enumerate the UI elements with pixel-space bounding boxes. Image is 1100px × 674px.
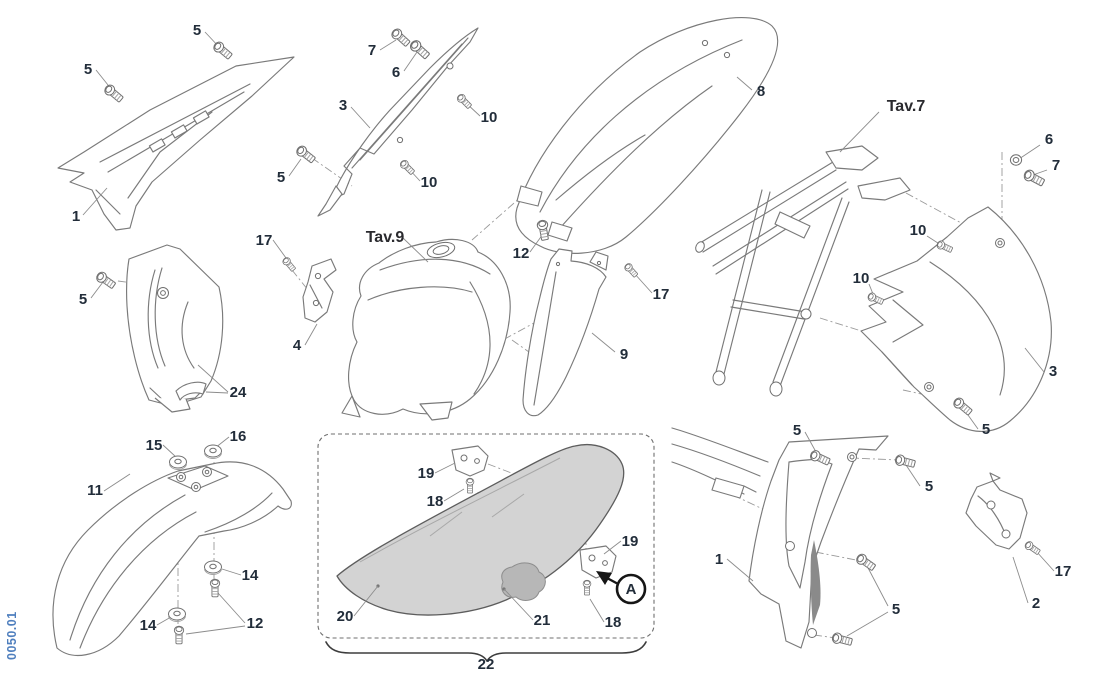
callout: 7 [1052, 157, 1060, 174]
leader-lines [82, 31, 1055, 637]
callout: 5 [892, 601, 900, 618]
washer-16-icon [204, 444, 222, 459]
callout: 7 [368, 42, 376, 59]
callout: 14 [140, 617, 157, 634]
part-19-bracket-right [579, 545, 617, 579]
screw-icon [1023, 539, 1042, 557]
callout: 24 [230, 384, 247, 401]
part-19-bracket-top [451, 445, 489, 477]
callout: 5 [193, 22, 201, 39]
part-3-left-side-panel [317, 27, 479, 217]
nut-6-icon [1009, 154, 1023, 166]
callout: 1 [72, 208, 80, 225]
screw-icon [893, 453, 917, 470]
screw-icon [294, 143, 318, 165]
callout: 1 [715, 551, 723, 568]
callout: 19 [418, 465, 435, 482]
detail-a-marker [596, 571, 647, 605]
part-1-left-radiator-shroud [57, 56, 295, 231]
callout: 5 [982, 421, 990, 438]
washer-14-icon [204, 560, 222, 575]
part-21-patch [501, 562, 546, 601]
part-2-bracket [965, 472, 1028, 550]
part-11-front-fender [52, 461, 292, 656]
screw-icon [407, 38, 432, 62]
frame-fragment [671, 427, 769, 499]
callout: 11 [87, 482, 103, 499]
callout: 12 [247, 615, 264, 632]
callout: 12 [513, 245, 530, 262]
callout: 10 [910, 222, 927, 239]
callout: 10 [421, 174, 438, 191]
screw-icon [280, 255, 298, 273]
screw-icon [94, 269, 118, 291]
callout: 18 [605, 614, 622, 631]
callout: 6 [392, 64, 400, 81]
screw-icon [173, 625, 185, 645]
tav7-subframe [695, 145, 911, 397]
callout: 2 [1032, 595, 1040, 612]
part-9-splash-guard [522, 248, 609, 417]
callout: 17 [1055, 563, 1072, 580]
callout: 3 [339, 97, 347, 114]
washer-15-icon [169, 455, 187, 470]
callout: 8 [757, 83, 765, 100]
front-number-plate [126, 244, 224, 413]
callout: 5 [84, 61, 92, 78]
screw-icon [582, 579, 592, 596]
tav7-reference: Tav.7 [887, 98, 926, 115]
part-4-bracket [302, 258, 337, 323]
callout: 5 [79, 291, 87, 308]
callout: 14 [242, 567, 259, 584]
callout: 22 [478, 656, 495, 673]
callout: 17 [653, 286, 670, 303]
detail-a-label: A [626, 581, 637, 598]
tav9-reference: Tav.9 [366, 229, 405, 246]
part-24-strip [175, 381, 207, 401]
callout: 16 [230, 428, 247, 445]
washer-14-icon [168, 607, 186, 622]
callout: 19 [622, 533, 639, 550]
callout: 17 [256, 232, 273, 249]
screw-icon [465, 477, 475, 494]
callout: 10 [853, 270, 870, 287]
seat-group-box [317, 433, 655, 662]
callout: 15 [146, 437, 163, 454]
callout: 20 [337, 608, 354, 625]
callout-labels: 5 5 1 7 6 3 10 5 10 8 12 17 4 Tav.9 17 9… [72, 22, 1072, 673]
screw-icon [854, 551, 878, 573]
callout: 5 [925, 478, 933, 495]
callout: 4 [293, 337, 302, 354]
tav9-fuel-tank [341, 238, 511, 421]
callout: 5 [277, 169, 285, 186]
callout: 5 [793, 422, 801, 439]
part-3-right-side-panel [860, 206, 1052, 432]
callout: 21 [534, 612, 551, 629]
part-8-rear-fender [515, 17, 779, 254]
screw-icon [209, 578, 221, 598]
part-1-right-radiator-shroud [748, 435, 889, 649]
brace-22 [325, 641, 647, 662]
page-code: 0050.01 [5, 611, 19, 660]
callout: 3 [1049, 363, 1057, 380]
callout: 10 [481, 109, 498, 126]
callout: 9 [620, 346, 628, 363]
callout: 18 [427, 493, 444, 510]
screw-icon [389, 26, 412, 49]
screw-icon [102, 82, 126, 105]
callout: 6 [1045, 131, 1053, 148]
part-20-seat [336, 444, 625, 616]
